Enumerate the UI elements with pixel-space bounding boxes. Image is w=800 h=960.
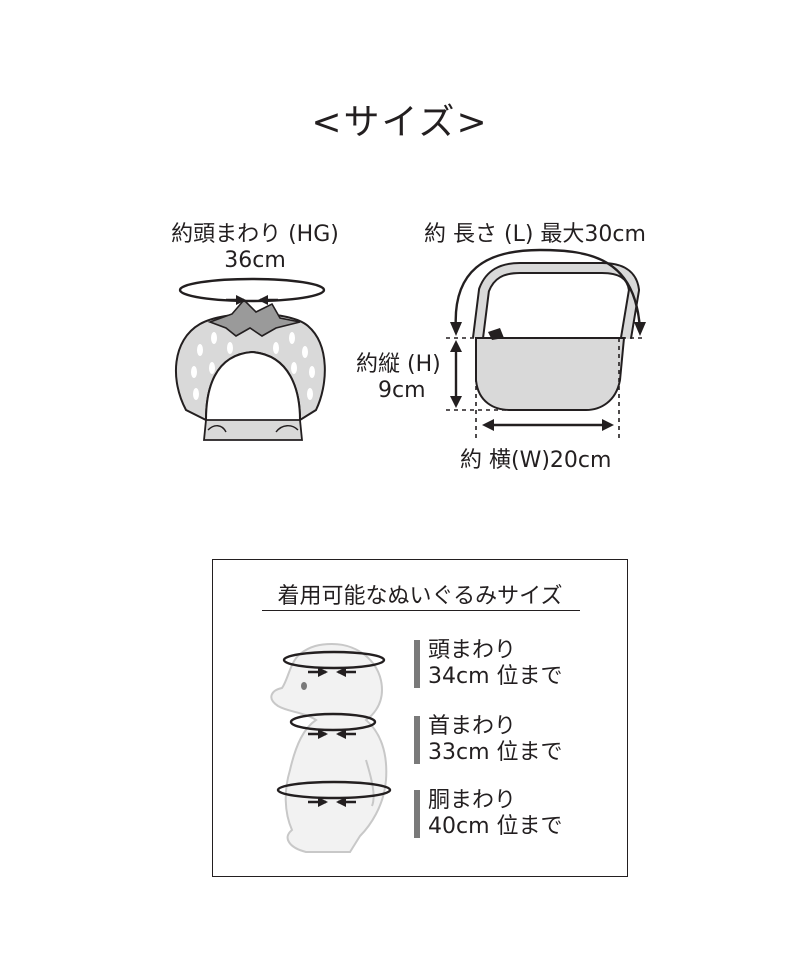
plush-toy-illustration — [270, 642, 392, 853]
page-title: <サイズ> — [311, 102, 489, 143]
head-measure-value: 34cm 位まで — [428, 664, 563, 689]
bag-length-label: 約 長さ (L) 最大30cm — [424, 222, 646, 247]
heading-divider — [262, 610, 580, 611]
bag-height-value: 9cm — [378, 378, 426, 403]
neck-measure-name: 首まわり — [428, 714, 517, 739]
accent-bar — [414, 790, 420, 838]
strawberry-hat-illustration — [175, 277, 326, 441]
bag-height-label: 約縦 (H) — [356, 352, 441, 377]
plush-size-heading: 着用可能なぬいぐるみサイズ — [277, 584, 563, 609]
bag-illustration — [446, 248, 646, 438]
body-measure-value: 40cm 位まで — [428, 814, 563, 839]
accent-bar — [414, 640, 420, 688]
hat-circumference-label: 約頭まわり (HG) — [171, 222, 339, 247]
hat-circumference-value: 36cm — [224, 248, 286, 273]
accent-bar — [414, 716, 420, 764]
body-measure-name: 胴まわり — [428, 788, 517, 813]
neck-measure-value: 33cm 位まで — [428, 740, 563, 765]
bag-width-label: 約 横(W)20cm — [460, 448, 612, 473]
head-measure-name: 頭まわり — [428, 638, 517, 663]
plush-size-box — [212, 559, 628, 877]
